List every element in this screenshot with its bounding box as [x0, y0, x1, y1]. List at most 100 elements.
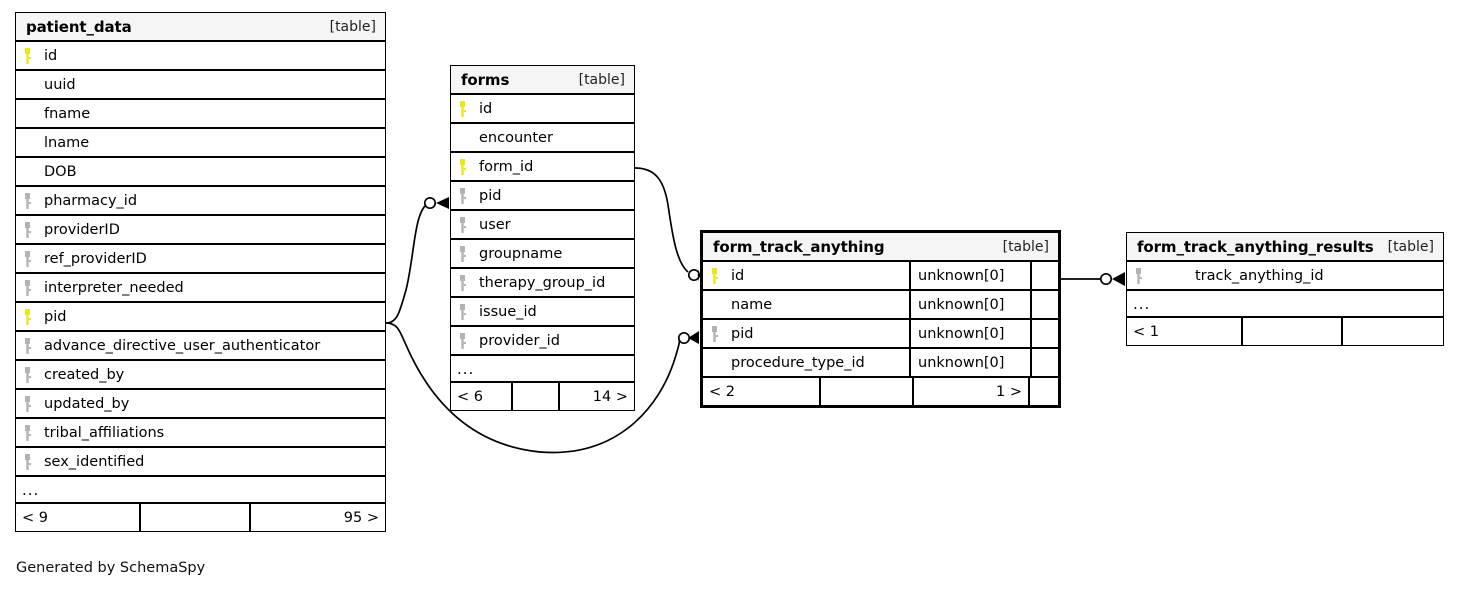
table-type-tag: [table] [578, 71, 625, 88]
column-row[interactable]: id [16, 42, 385, 71]
key-icon-foreign [703, 320, 725, 347]
key-icon-primary [16, 42, 38, 69]
key-icon-foreign [451, 182, 473, 209]
footer-middle [141, 504, 251, 531]
footer-outgoing-count[interactable] [1343, 318, 1443, 345]
table-header-patient_data: patient_data [table] [16, 13, 385, 42]
column-row[interactable]: DOB [16, 158, 385, 187]
table-form_track_anything[interactable]: form_track_anything [table] id unknown[0… [700, 230, 1061, 408]
footer-incoming-count[interactable]: < 2 [703, 378, 821, 405]
connector-column [1030, 349, 1058, 376]
footer-outgoing-count[interactable]: 1 > [914, 378, 1030, 405]
column-row[interactable]: provider_id [451, 327, 634, 356]
column-name: pharmacy_id [44, 192, 138, 209]
table-header-forms: forms [table] [451, 66, 634, 95]
column-row-track_anything_id[interactable]: track_anything_id [1127, 262, 1443, 291]
column-row-id[interactable]: id unknown[0] [703, 262, 1058, 291]
table-footer: < 6 14 > [451, 383, 634, 410]
key-icon-foreign [16, 274, 38, 301]
footer-outgoing-count[interactable]: 95 > [343, 509, 379, 526]
column-row[interactable]: encounter [451, 124, 634, 153]
footer-outgoing-count[interactable]: 14 > [592, 388, 628, 405]
column-name: pid [479, 187, 502, 204]
column-row[interactable]: therapy_group_id [451, 269, 634, 298]
footer-incoming-count[interactable]: < 6 [451, 383, 513, 410]
table-title: patient_data [26, 17, 132, 36]
column-name: sex_identified [44, 453, 145, 470]
footer-middle [1243, 318, 1343, 345]
column-row[interactable]: providerID [16, 216, 385, 245]
key-icon-primary [451, 95, 473, 122]
column-row[interactable]: procedure_type_id unknown[0] [703, 349, 1058, 378]
key-slot-empty [703, 291, 725, 318]
table-rows: id encounter form_id pid [451, 95, 634, 410]
column-row[interactable]: lname [16, 129, 385, 158]
table-header-form_track_anything_results: form_track_anything_results [table] [1127, 233, 1443, 262]
column-name: id [479, 100, 493, 117]
more-columns-indicator: ... [451, 356, 634, 383]
key-slot-empty [703, 349, 725, 376]
column-row[interactable]: pharmacy_id [16, 187, 385, 216]
key-icon-foreign [16, 361, 38, 388]
key-icon-foreign [16, 419, 38, 446]
column-row[interactable]: name unknown[0] [703, 291, 1058, 320]
key-icon-foreign [1127, 262, 1149, 289]
column-row[interactable]: created_by [16, 361, 385, 390]
footer-incoming-count[interactable]: < 1 [1127, 318, 1243, 345]
key-icon-foreign [16, 448, 38, 475]
table-patient_data[interactable]: patient_data [table] id uuid fname lname [15, 12, 386, 532]
table-footer: < 9 95 > [16, 504, 385, 531]
column-row[interactable]: fname [16, 100, 385, 129]
table-title: form_track_anything_results [1137, 237, 1374, 256]
column-name: pid [44, 308, 67, 325]
connector-column [1030, 291, 1058, 318]
key-icon-foreign [451, 269, 473, 296]
column-row[interactable]: issue_id [451, 298, 634, 327]
column-name: providerID [44, 221, 120, 238]
column-name: advance_directive_user_authenticator [44, 337, 321, 354]
column-name: name [731, 296, 773, 313]
key-icon-foreign [16, 245, 38, 272]
column-row[interactable]: advance_directive_user_authenticator [16, 332, 385, 361]
key-icon-primary [703, 262, 725, 289]
column-name: id [44, 47, 58, 64]
column-name: groupname [479, 245, 563, 262]
schemaspy-credit: Generated by SchemaSpy [16, 560, 206, 576]
column-row[interactable]: user [451, 211, 634, 240]
key-slot-empty [16, 158, 38, 185]
table-form_track_anything_results[interactable]: form_track_anything_results [table] trac… [1126, 232, 1444, 346]
column-row[interactable]: sex_identified [16, 448, 385, 477]
column-row-form_id[interactable]: form_id [451, 153, 634, 182]
key-icon-foreign [16, 187, 38, 214]
column-row-pid[interactable]: pid [16, 303, 385, 332]
column-row[interactable]: id [451, 95, 634, 124]
column-row-pid[interactable]: pid unknown[0] [703, 320, 1058, 349]
column-row[interactable]: ref_providerID [16, 245, 385, 274]
edge-patient_data-pid-to-forms-pid [385, 196, 449, 324]
column-row[interactable]: tribal_affiliations [16, 419, 385, 448]
column-row[interactable]: interpreter_needed [16, 274, 385, 303]
column-name: form_id [479, 158, 534, 175]
column-name: therapy_group_id [479, 274, 606, 291]
column-name: pid [731, 325, 754, 342]
key-icon-foreign [451, 298, 473, 325]
table-title: form_track_anything [713, 237, 885, 256]
table-title: forms [461, 70, 510, 89]
key-icon-primary [16, 303, 38, 330]
footer-incoming-count[interactable]: < 9 [16, 504, 141, 531]
column-row[interactable]: updated_by [16, 390, 385, 419]
column-name: created_by [44, 366, 125, 383]
more-columns-indicator: ... [16, 477, 385, 504]
table-footer: < 1 [1127, 318, 1443, 345]
key-slot-empty [16, 100, 38, 127]
connector-column [1030, 262, 1058, 289]
footer-middle [513, 383, 560, 410]
column-row[interactable]: groupname [451, 240, 634, 269]
column-type: unknown[0] [909, 262, 1030, 289]
column-type: unknown[0] [909, 320, 1030, 347]
key-slot-empty [451, 124, 473, 151]
footer-middle [821, 378, 914, 405]
column-row[interactable]: uuid [16, 71, 385, 100]
table-forms[interactable]: forms [table] id encounter form_id [450, 65, 635, 411]
column-row-pid[interactable]: pid [451, 182, 634, 211]
